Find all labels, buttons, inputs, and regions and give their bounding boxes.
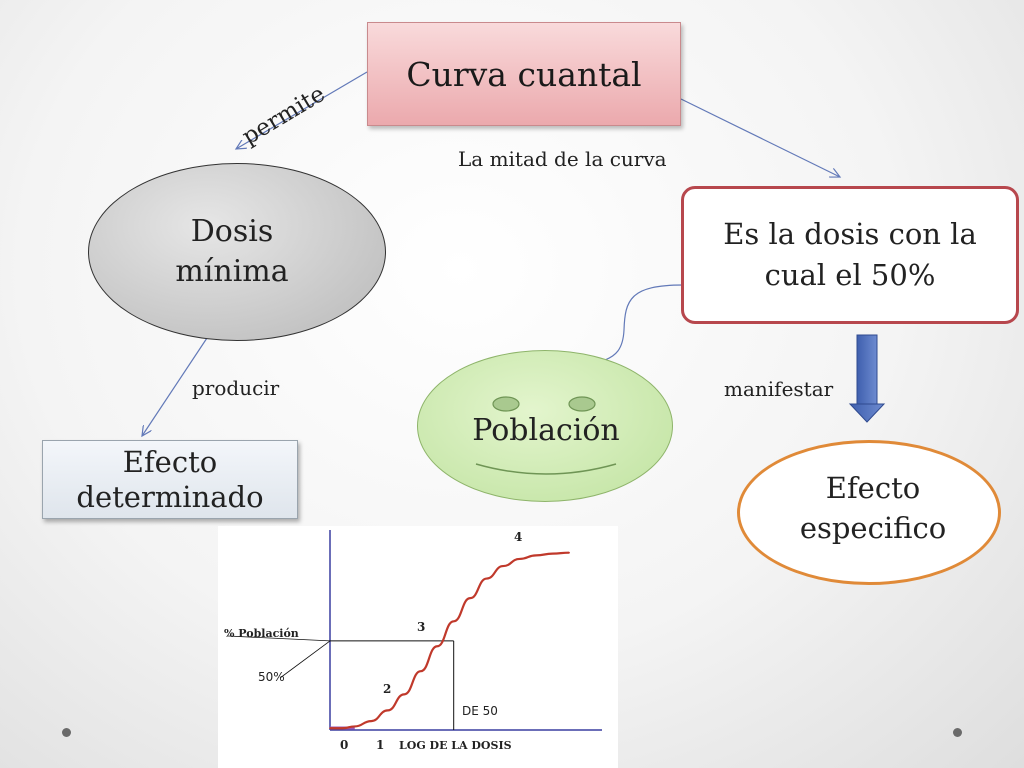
title-box: Curva cuantal xyxy=(367,22,681,126)
leader-line-ylabel xyxy=(227,635,331,642)
arrow-dose-to-effect xyxy=(142,337,208,436)
effect-specific-node: Efecto especifico xyxy=(737,440,1001,585)
curve-point-3 xyxy=(370,720,373,722)
effect-specific-text: Efecto especifico xyxy=(799,471,947,545)
corner-dot-left xyxy=(62,728,71,737)
population-text: Población xyxy=(472,413,620,448)
y-marker-label: 50% xyxy=(258,670,285,684)
effect-determined-text: Efecto determinado xyxy=(76,444,264,514)
curve-point-5 xyxy=(403,693,406,696)
annotation-3: 3 xyxy=(417,620,426,634)
curve-point-2 xyxy=(353,725,356,728)
y-axis-label: % Población xyxy=(224,627,299,640)
arrow-title-to-dose xyxy=(236,71,368,149)
x-marker-label: DE 50 xyxy=(462,704,498,718)
title-text: Curva cuantal xyxy=(406,54,642,94)
curve-point-15 xyxy=(568,551,570,554)
leader-line-50-percent xyxy=(279,640,331,679)
down-arrow-icon xyxy=(848,334,886,423)
annotation-2: 2 xyxy=(383,682,392,696)
effect-determined-node: Efecto determinado xyxy=(42,440,298,519)
definition-node: Es la dosis con la cual el 50% xyxy=(681,186,1019,324)
edge-label-manifestar: manifestar xyxy=(724,377,834,401)
quantal-curve-chart: % Población 50% DE 50 0 1 LOG DE LA DOSI… xyxy=(218,526,618,768)
population-node: Población xyxy=(417,350,673,502)
x-axis-label: LOG DE LA DOSIS xyxy=(399,739,512,752)
curve-point-9 xyxy=(469,597,471,599)
x-tick-0: 0 xyxy=(340,738,349,752)
right-eye-icon xyxy=(568,396,596,412)
curve-point-1 xyxy=(341,727,344,730)
curve-point-13 xyxy=(535,554,537,557)
annotation-4: 4 xyxy=(514,530,523,544)
arrow-title-to-definition xyxy=(680,98,840,177)
x-tick-1: 1 xyxy=(376,738,385,752)
curve-point-6 xyxy=(419,670,422,672)
corner-dot-right xyxy=(953,728,962,737)
left-eye-icon xyxy=(492,396,520,412)
chart-canvas xyxy=(227,530,602,731)
smile-icon xyxy=(475,463,617,475)
definition-text: Es la dosis con la cual el 50% xyxy=(723,217,977,292)
curve-point-4 xyxy=(386,709,389,712)
curve-point-8 xyxy=(452,620,455,623)
curve-point-12 xyxy=(518,558,521,560)
curve-point-10 xyxy=(485,577,488,580)
connector-definition-to-population xyxy=(604,284,684,361)
dose-text: Dosis mínima xyxy=(175,213,289,290)
dose-node: Dosis mínima xyxy=(88,163,386,341)
curve-point-11 xyxy=(502,565,504,567)
edge-label-producir: producir xyxy=(192,376,280,400)
curve-point-7 xyxy=(436,645,438,648)
quantal-curve-line xyxy=(330,551,570,730)
smiley-face xyxy=(475,396,617,475)
curve-point-14 xyxy=(551,552,554,555)
edge-label-half-curve: La mitad de la curva xyxy=(458,147,667,171)
curve-point-0 xyxy=(329,727,331,730)
